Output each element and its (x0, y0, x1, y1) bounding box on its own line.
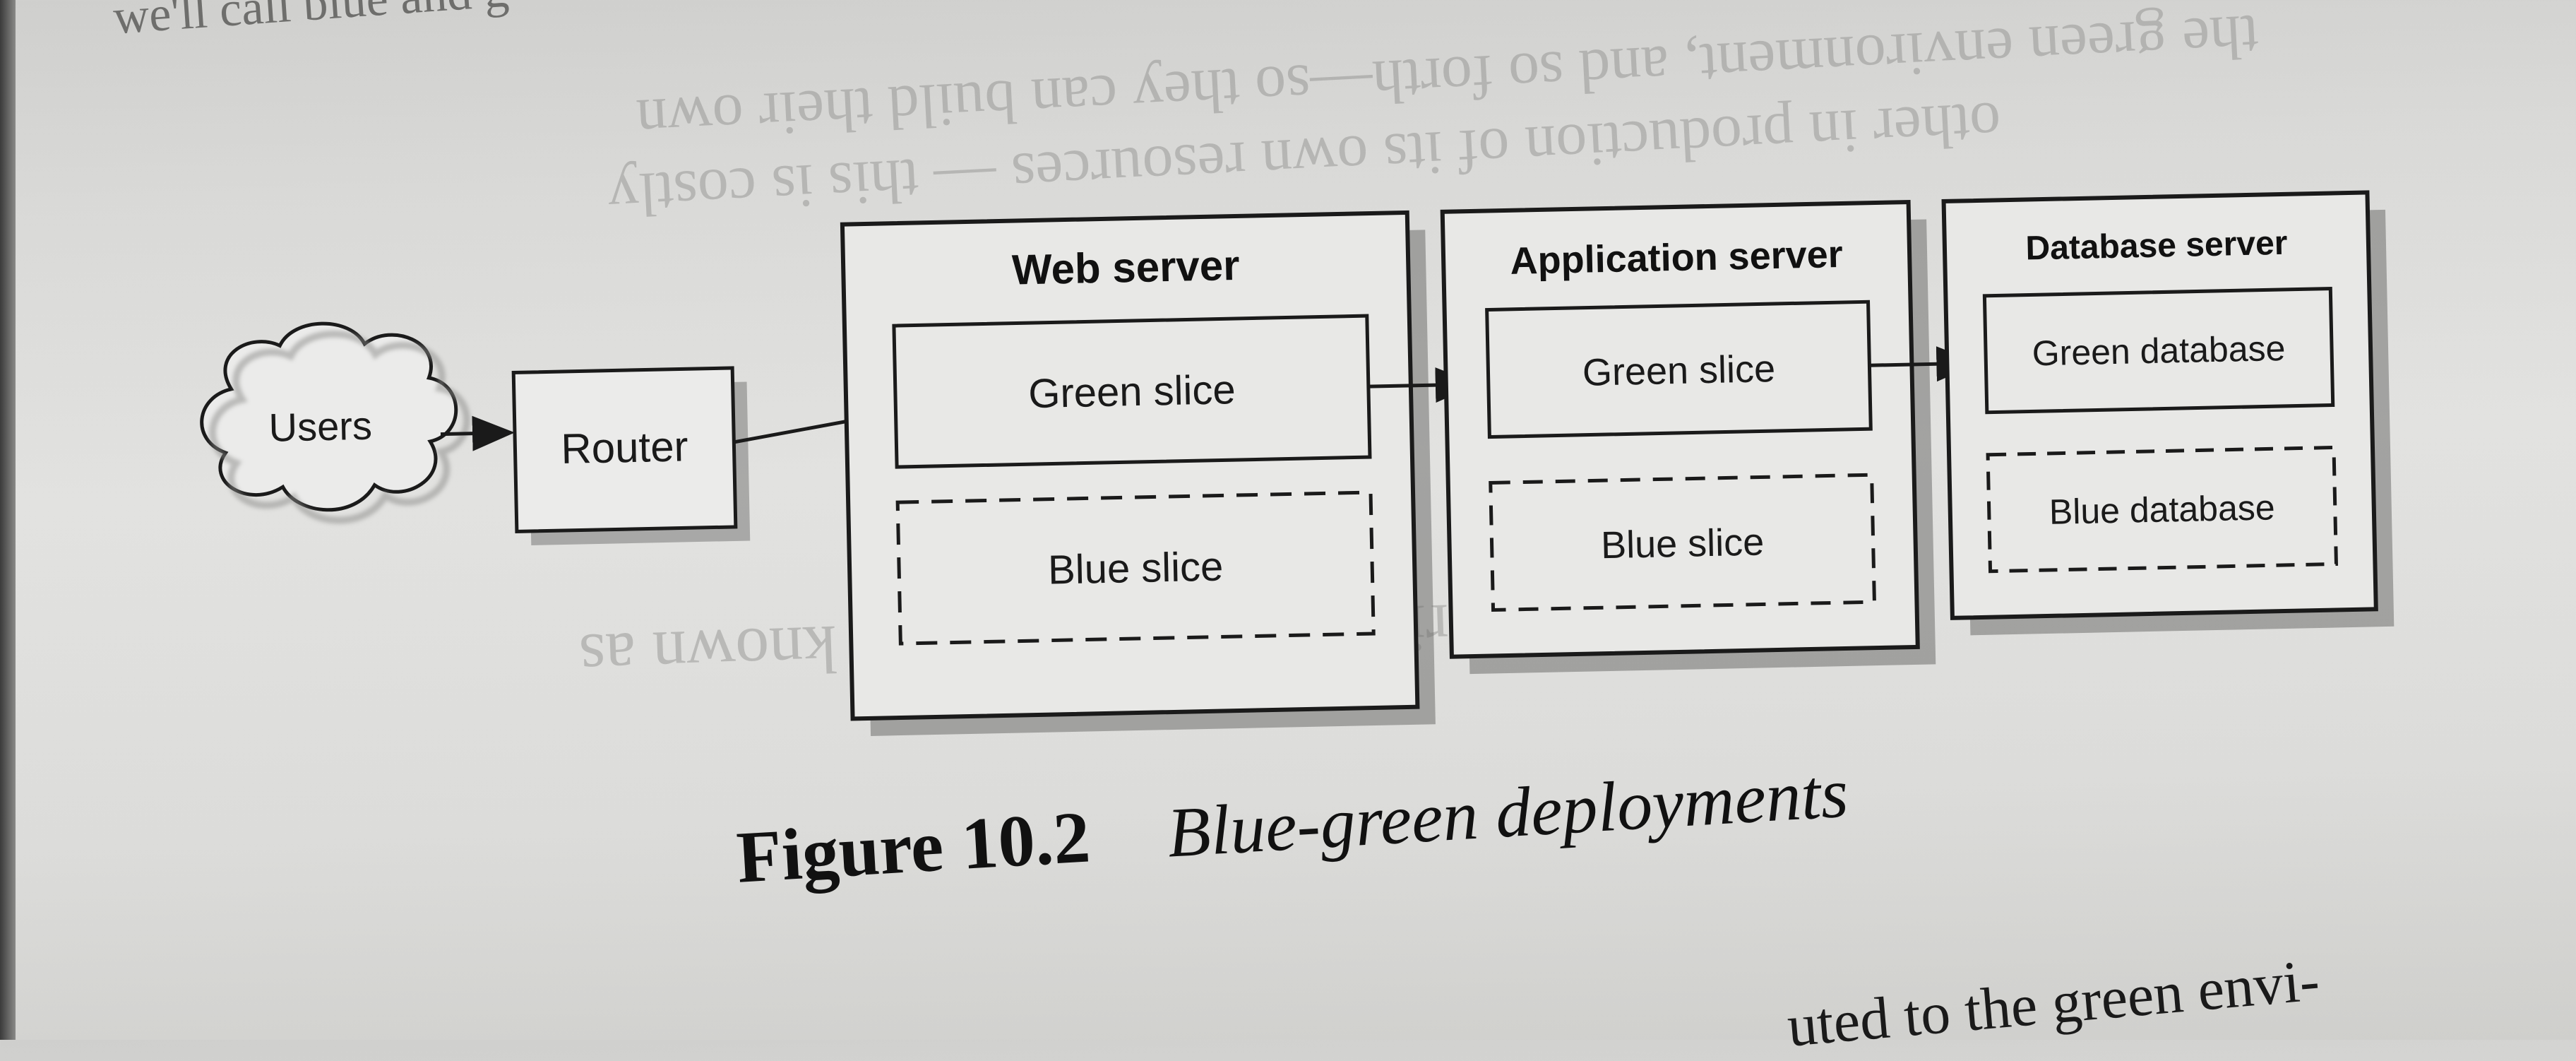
db-green-label: Green database (2032, 328, 2286, 373)
web-green-label: Green slice (1028, 367, 1236, 417)
router-box: Router (511, 366, 751, 545)
db-server-title: Database server (2025, 225, 2288, 268)
web-server-box: Web server Green slice Blue slice (840, 210, 1436, 736)
app-green-label: Green slice (1582, 348, 1775, 394)
router-label: Router (561, 422, 688, 473)
db-server-box: Database server Green database Blue data… (1941, 190, 2395, 636)
users-label: Users (268, 403, 373, 450)
web-server-title: Web server (1011, 242, 1240, 294)
arrow-users-router (440, 415, 515, 451)
web-blue-slice (895, 490, 1376, 646)
app-server-box: Application server Green slice Blue slic… (1440, 199, 1936, 675)
db-blue-slice (1986, 445, 2338, 574)
app-blue-label: Blue slice (1600, 521, 1764, 567)
app-blue-slice (1489, 473, 1876, 612)
app-server-title: Application server (1510, 233, 1843, 283)
users-cloud: Users (200, 321, 471, 524)
db-green-slice (1982, 286, 2335, 415)
book-spine-shadow (0, 0, 16, 1040)
db-blue-label: Blue database (2049, 487, 2275, 532)
web-blue-label: Blue slice (1047, 543, 1224, 593)
